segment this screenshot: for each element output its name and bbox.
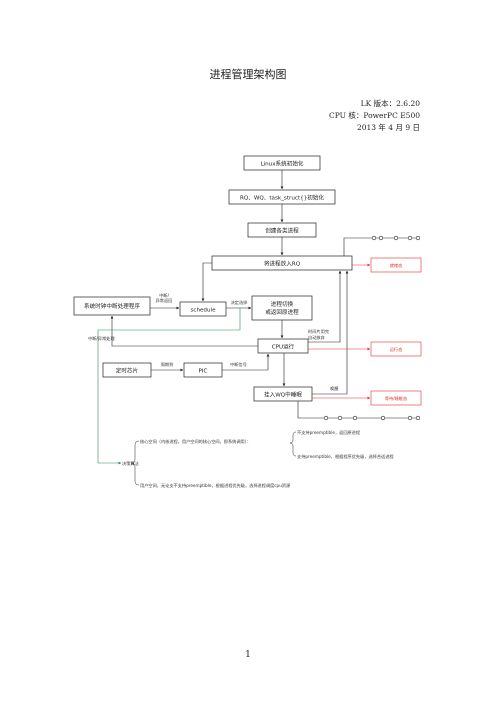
- page-number: 1: [245, 650, 251, 660]
- arrow-cpu-to-isr: [110, 315, 258, 347]
- page-title: 进程管理架构图: [209, 68, 287, 81]
- clock-isr-label: 系统时钟中断处理程序: [84, 302, 140, 310]
- sleep-state-label: 等待/睡眠态: [385, 395, 407, 402]
- running-state-box: [370, 341, 422, 357]
- put-wq-label: 挂入WQ中睡眠: [264, 391, 302, 399]
- running-state-label: 运行态: [390, 346, 403, 353]
- edge-label-int-return-1: 中断/: [159, 292, 169, 299]
- decision-preempt: 支持preemptible，根据程序优先级，选择合适进程: [297, 453, 394, 460]
- cpu-core: CPU 核：PowerPC E500: [328, 111, 420, 120]
- edge-label-int-signal: 中断信号: [230, 361, 247, 368]
- decision-no-preempt: 不支持preemptible，返回原进程: [297, 429, 361, 436]
- decision-kernel-brace: [289, 431, 297, 457]
- ready-state-box: [370, 257, 422, 273]
- link-schedule-to-decision: [97, 308, 241, 465]
- rq-queue-chain: [343, 235, 421, 256]
- arrow-pic-to-cpu: [222, 353, 270, 371]
- linux-init-label: Linux系统初始化: [260, 160, 303, 168]
- ready-state-label: 就绪态: [390, 262, 403, 269]
- decision-root-label: 决策算法: [122, 460, 139, 467]
- pic-label: PIC: [199, 369, 208, 375]
- edge-label-period: 周期到: [161, 361, 174, 368]
- cpu-run-label: CPU运行: [272, 343, 295, 351]
- decision-tree: 决策算法 核心空间（内核进程，用户空间的核心空间，即系统调用）： 不支持pree…: [122, 429, 394, 489]
- lk-version: LK 版本：2.6.20: [360, 99, 420, 108]
- timer-chip-label: 定时芯片: [116, 367, 139, 375]
- schedule-label: schedule: [190, 308, 216, 314]
- switch-box: [251, 295, 313, 321]
- decision-user-space: 用户空间，无论支不支持preemptible，根据进程优先级，选择进程调度cpu…: [140, 482, 291, 489]
- switch-label-line2: 或返回原进程: [265, 308, 299, 316]
- arrow-cpu-to-rq: [308, 270, 342, 343]
- put-rq-label: 将进程放入RQ: [264, 260, 301, 268]
- edge-label-timeslice-1: 时间片用完: [308, 328, 329, 335]
- arrow-wq-to-rq: [312, 270, 349, 395]
- decision-kernel-space: 核心空间（内核进程，用户空间的核心空间，即系统调用）：: [140, 438, 251, 445]
- edge-label-int-handle: 中断/异常处理: [88, 335, 115, 342]
- edge-label-timeslice-2: 自动放弃: [308, 334, 325, 341]
- document-meta: LK 版本：2.6.20 CPU 核：PowerPC E500 2013 年 4…: [329, 98, 420, 134]
- arrow-rq-to-schedule: [201, 262, 212, 302]
- wq-queue-chain: [297, 401, 421, 421]
- rq-init-label: RQ、WQ、task_struct{}初始化: [240, 194, 325, 202]
- clock-isr-box: [73, 296, 151, 316]
- decision-root-brace: [130, 440, 140, 486]
- switch-label-line1: 进程切换: [271, 300, 294, 308]
- schedule-box: [179, 301, 227, 317]
- edge-label-decide: 决定选择: [231, 299, 249, 306]
- edge-label-int-return-2: 异常返回: [156, 297, 173, 304]
- create-procs-label: 创建各类进程: [265, 227, 299, 235]
- document-date: 2013 年 4 月 9 日: [356, 123, 420, 132]
- edge-label-wakeup: 唤醒: [330, 385, 339, 392]
- sleep-state-box: [370, 390, 422, 406]
